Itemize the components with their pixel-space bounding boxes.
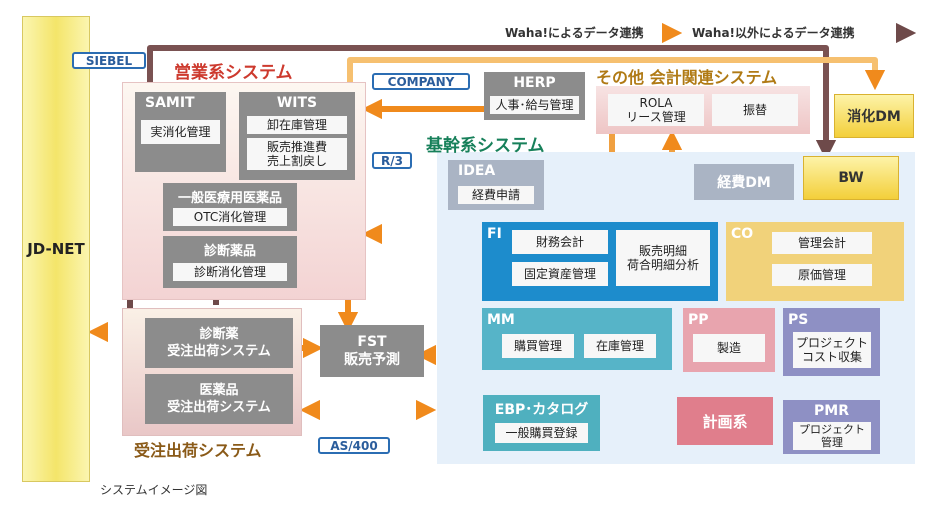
ippan-title: 一般医療用医薬品 [177, 191, 282, 206]
juchu-title: 受注出荷システム [134, 441, 262, 460]
sonota-panel: ROLA リース管理 振替 [596, 86, 810, 134]
shoka-dm-label: 消化DM [847, 109, 901, 125]
co-item-1: 管理会計 [772, 232, 872, 254]
pmr-box: PMR プロジェクト 管理 [783, 400, 880, 454]
samit-box: SAMIT 実消化管理 [135, 92, 226, 172]
pmr-title: PMR [814, 403, 849, 419]
pmr-item: プロジェクト 管理 [793, 422, 871, 450]
wits-box: WITS 卸在庫管理 販売推進費 売上割戻し [239, 92, 355, 180]
fi-item-2: 固定資産管理 [512, 262, 608, 286]
r3-tag: R/3 [372, 152, 412, 169]
herp-item: 人事･給与管理 [490, 96, 579, 114]
ippan-item: OTC消化管理 [173, 208, 287, 226]
wits-item-2: 販売推進費 売上割戻し [247, 138, 347, 170]
bw-label: BW [838, 170, 864, 186]
furikae-item: 振替 [712, 94, 798, 126]
mm-box: MM 購買管理 在庫管理 [482, 308, 672, 370]
keikaku-label: 計画系 [702, 412, 748, 431]
iyaku-juchu-box: 医薬品 受注出荷システム [145, 374, 293, 424]
shindan-juchu-box: 診断薬 受注出荷システム [145, 318, 293, 368]
co-item-2: 原価管理 [772, 264, 872, 286]
arrow-to-shokadm [347, 57, 886, 94]
herp-title: HERP [513, 75, 556, 91]
idea-box: IDEA 経費申請 [448, 160, 544, 210]
shindan-item: 診断消化管理 [173, 263, 287, 281]
ebp-box: EBP･カタログ 一般購買登録 [483, 395, 600, 451]
sonota-title: その他 会計関連システム [596, 68, 778, 87]
diagram-caption: システムイメージ図 [100, 483, 208, 497]
co-box: CO 管理会計 原価管理 [726, 222, 904, 301]
fi-box: FI 財務会計 固定資産管理 販売明細 荷合明細分析 [482, 222, 718, 301]
wits-title: WITS [276, 95, 318, 111]
pp-box: PP 製造 [683, 308, 775, 372]
siebel-tag: SIEBEL [72, 52, 146, 69]
co-title: CO [731, 226, 754, 242]
ps-box: PS プロジェクト コスト収集 [783, 308, 880, 376]
mm-item-2: 在庫管理 [584, 334, 656, 358]
pp-title: PP [688, 312, 709, 328]
as400-tag: AS/400 [318, 437, 390, 454]
keihi-dm-box: 経費DM [694, 164, 794, 200]
ps-item: プロジェクト コスト収集 [793, 332, 871, 368]
kikan-title: 基幹系システム [426, 136, 545, 156]
herp-box: HERP 人事･給与管理 [484, 72, 585, 120]
legend-waha-label: Waha!によるデータ連携 [505, 26, 644, 40]
idea-item: 経費申請 [458, 186, 534, 204]
legend-other-label: Waha!以外によるデータ連携 [692, 26, 855, 40]
keihi-dm-label: 経費DM [717, 175, 771, 191]
fi-item-1: 財務会計 [512, 230, 608, 254]
jdnet-column: JD-NET [22, 16, 90, 482]
bw-box: BW [803, 156, 899, 200]
shindan-box: 診断薬品 診断消化管理 [163, 236, 297, 288]
eigyo-title: 営業系システム [174, 63, 293, 83]
ps-title: PS [788, 312, 809, 328]
fst-box: FST 販売予測 [320, 325, 424, 377]
ebp-item: 一般購買登録 [495, 423, 588, 443]
fi-title: FI [487, 226, 502, 242]
fi-side: 販売明細 荷合明細分析 [616, 230, 710, 286]
jdnet-label: JD-NET [27, 240, 85, 258]
mm-item-1: 購買管理 [502, 334, 574, 358]
arrow-samit-to-bw [147, 45, 837, 161]
samit-item: 実消化管理 [141, 120, 220, 144]
ippan-box: 一般医療用医薬品 OTC消化管理 [163, 183, 297, 231]
rola-item: ROLA リース管理 [608, 94, 704, 126]
shoka-dm-box: 消化DM [834, 94, 914, 138]
keikaku-box: 計画系 [677, 397, 773, 445]
company-tag: COMPANY [372, 73, 470, 90]
samit-title: SAMIT [145, 95, 195, 111]
idea-title: IDEA [458, 163, 496, 179]
pp-item: 製造 [693, 334, 765, 362]
wits-item-1: 卸在庫管理 [247, 116, 347, 134]
shindan-title: 診断薬品 [203, 244, 256, 259]
mm-title: MM [487, 312, 515, 328]
ebp-title: EBP･カタログ [494, 402, 589, 418]
